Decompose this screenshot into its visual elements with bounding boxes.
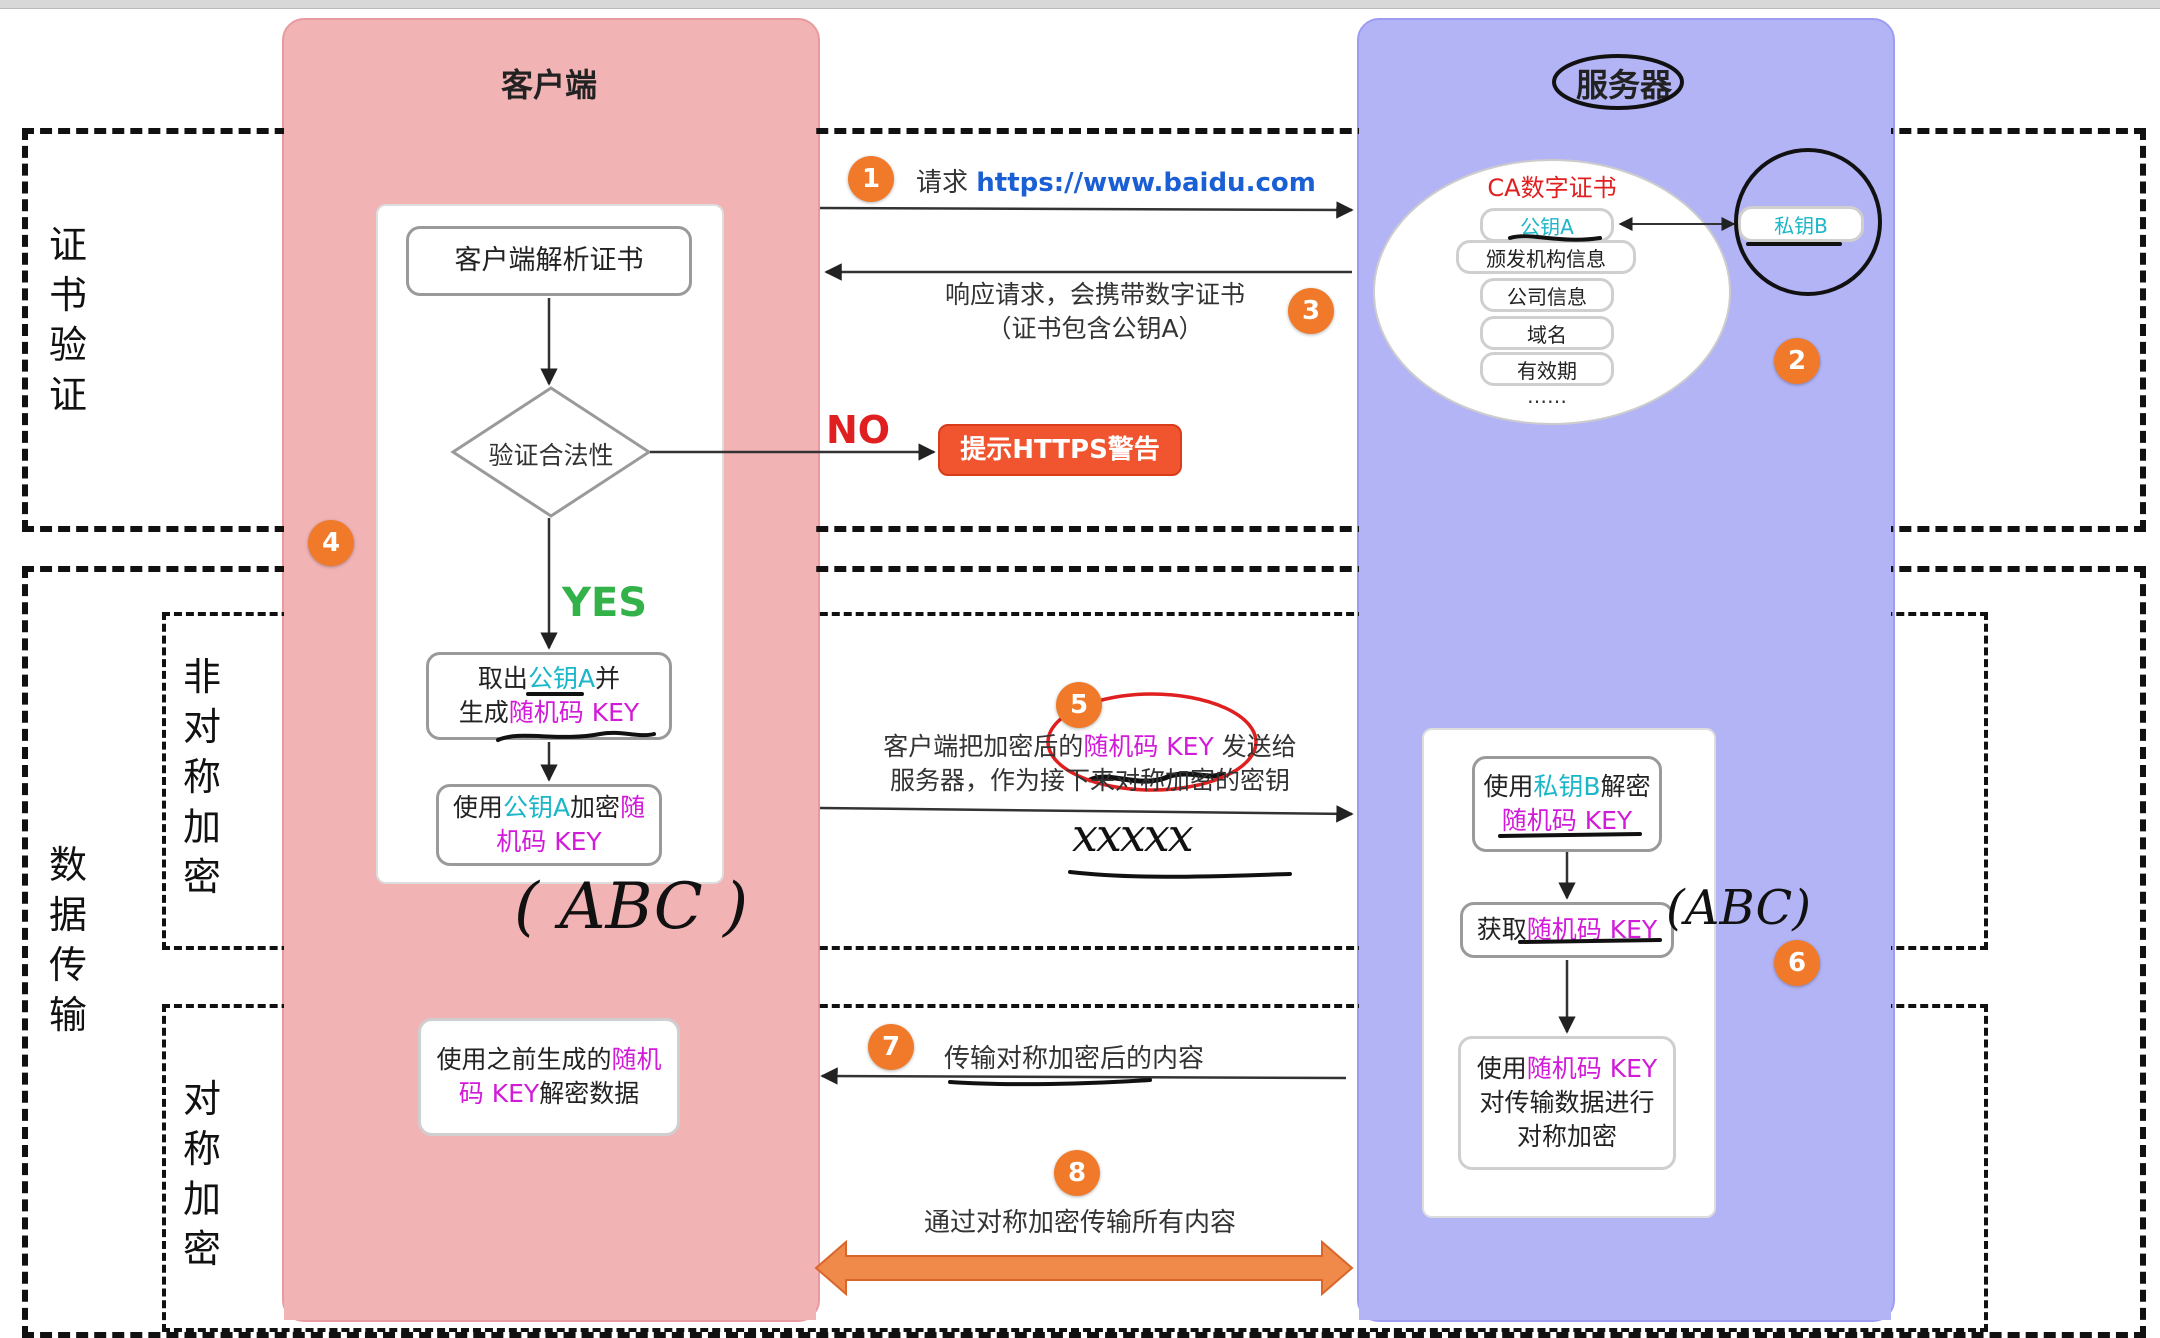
step-1-badge: 1 xyxy=(848,156,894,202)
parse-cert-label: 客户端解析证书 xyxy=(454,245,644,276)
cert-item-validity: 有效期 xyxy=(1480,352,1614,386)
cert-verify-frame xyxy=(22,128,2146,532)
step-5-badge: 5 xyxy=(1056,682,1102,728)
cert-item-issuer: 颁发机构信息 xyxy=(1456,240,1636,274)
transfer-sym-label: 传输对称加密后的内容 xyxy=(944,1044,1205,1074)
response-label: 响应请求，会携带数字证书 （证书包含公钥A） xyxy=(944,280,1245,343)
step-8-badge: 8 xyxy=(1054,1150,1100,1196)
underline-scribble xyxy=(1068,870,1292,879)
arrows-layer xyxy=(496,54,1882,1296)
server-title: 服务器 xyxy=(1575,66,1672,104)
yes-label: YES xyxy=(562,580,648,626)
handwriting-layer xyxy=(496,54,1882,1087)
request-label: 请求 https://www.baidu.com xyxy=(916,168,1316,198)
server-get-key-node: 获取随机码 KEY xyxy=(1460,902,1674,958)
underline-pubkey-ca xyxy=(1508,234,1602,242)
section-label-cert-verify: 证书验证 xyxy=(48,223,87,417)
extract-key-node: 取出公钥A并 生成随机码 KEY xyxy=(426,652,672,740)
private-key-circle xyxy=(1734,148,1882,296)
server-symmetric-node: 使用随机码 KEY 对传输数据进行 对称加密 xyxy=(1458,1036,1676,1170)
arrow-transfer-sym xyxy=(820,1067,1347,1085)
cert-item-more: …… xyxy=(1527,384,1567,408)
section-label-symmetric: 对称加密 xyxy=(182,1077,221,1271)
scribble-send-key xyxy=(1087,771,1225,784)
abc-right-annotation: (ABC) xyxy=(1666,880,1812,936)
step-2-badge: 2 xyxy=(1774,338,1820,384)
parse-cert-node: 客户端解析证书 xyxy=(406,226,692,296)
send-key-red-circle xyxy=(1046,692,1258,792)
section-label-data-transfer: 数据传输 xyxy=(48,843,87,1037)
client-diamond-layer xyxy=(450,386,652,518)
client-title: 客户端 xyxy=(500,66,597,104)
server-title-circle xyxy=(1552,54,1684,110)
step-6-badge: 6 xyxy=(1774,940,1820,986)
underline-server-get xyxy=(1518,938,1662,944)
window-top-edge xyxy=(0,0,2160,9)
step-4-badge: 4 xyxy=(308,520,354,566)
cert-item-company: 公司信息 xyxy=(1480,278,1614,312)
step-7-badge: 7 xyxy=(868,1024,914,1070)
underline-server-decrypt xyxy=(1498,832,1642,838)
abc-left-annotation: ( ABC ) xyxy=(514,870,749,944)
underline-extract-key xyxy=(496,730,656,742)
arrow-request xyxy=(819,201,1354,219)
private-key-box: 私钥B xyxy=(1738,206,1864,242)
section-label-asymmetric: 非对称加密 xyxy=(182,655,221,899)
underline-transfer xyxy=(948,1078,1152,1087)
step-3-badge: 3 xyxy=(1288,288,1334,334)
verify-label: 验证合法性 xyxy=(488,441,614,470)
all-sym-label: 通过对称加密传输所有内容 xyxy=(923,1208,1236,1238)
cert-item-domain: 域名 xyxy=(1480,316,1614,350)
verify-diamond xyxy=(450,386,652,518)
https-warning-label: 提示HTTPS警告 xyxy=(960,435,1160,465)
encrypt-key-node: 使用公钥A加密随 机码 KEY xyxy=(436,784,662,866)
asymmetric-frame xyxy=(162,612,1988,950)
no-label: NO xyxy=(826,408,891,452)
https-warning-box: 提示HTTPS警告 xyxy=(938,424,1182,476)
send-key-label: 客户端把加密后的随机码 KEY 发送给 服务器，作为接下来对称加密的密钥 xyxy=(883,732,1297,795)
double-arrow-all-sym xyxy=(814,1239,1354,1296)
decrypt-data-node: 使用之前生成的随机 码 KEY解密数据 xyxy=(418,1018,680,1136)
arrow-send-key xyxy=(819,805,1354,823)
scribble-xxxxx: xxxxx xyxy=(1072,808,1194,862)
ca-cert-title: CA数字证书 xyxy=(1487,174,1617,202)
